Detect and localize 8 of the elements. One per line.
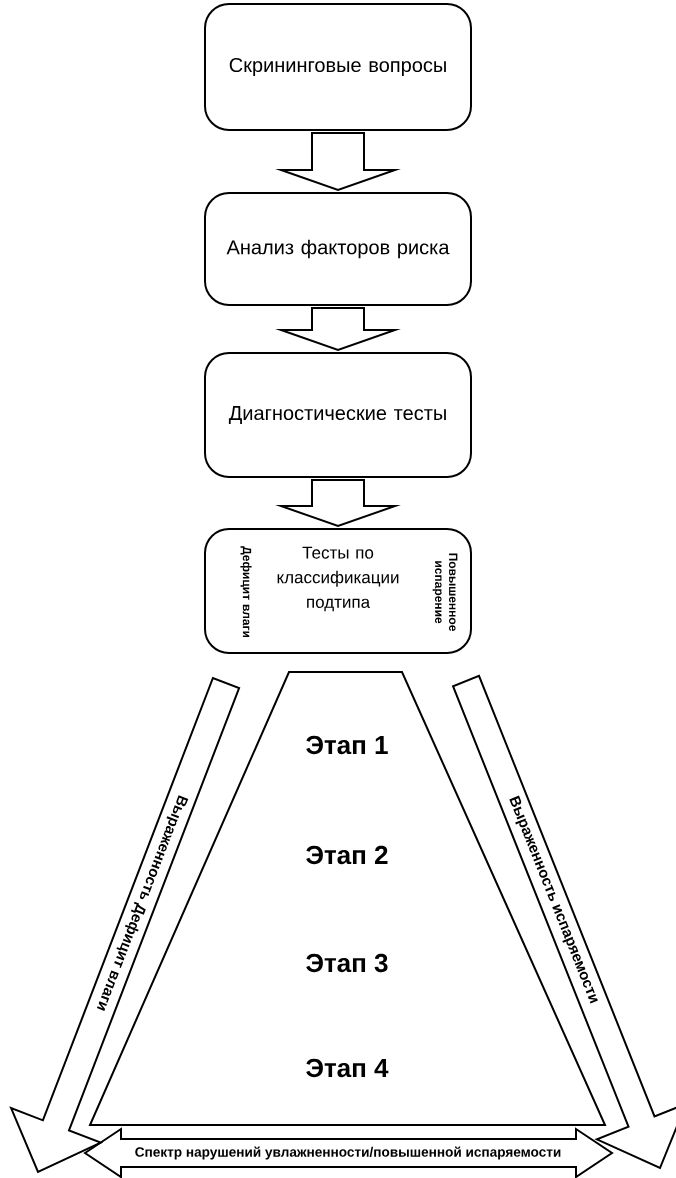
process-box: Диагностические тесты: [204, 352, 472, 478]
block-arrow: [275, 132, 401, 192]
block-arrow: [275, 307, 401, 352]
process-box: Анализ факторов риска: [204, 192, 472, 306]
process-box: Тесты по классификации подтипа Дефицит влаги Повышенное испарение: [204, 528, 472, 654]
block-arrow: [275, 479, 401, 528]
arrow-label: Спектр нарушений увлажненности/повышенной испаряемости: [135, 1146, 561, 1160]
process-box: Скрининговые вопросы: [204, 3, 472, 131]
